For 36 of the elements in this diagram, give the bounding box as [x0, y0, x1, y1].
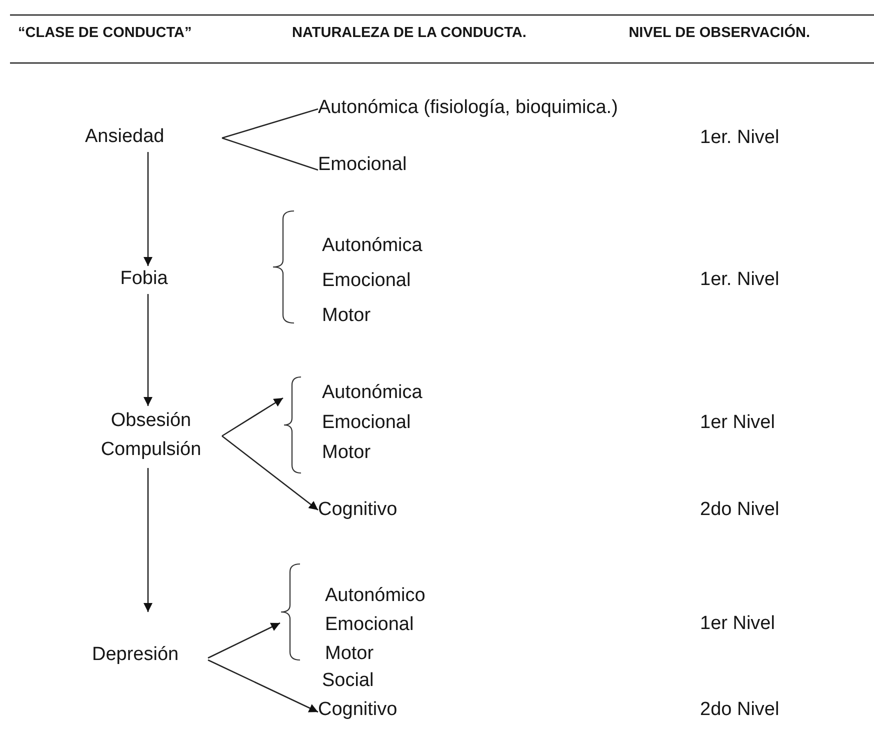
behavior-class-text: Ansiedad	[85, 125, 164, 149]
behavior-nature-text: Motor	[322, 304, 371, 328]
observation-level-text: 2do Nivel	[700, 698, 780, 722]
arrow	[144, 294, 152, 406]
arrow	[222, 397, 284, 437]
behavior-nature-text: Autonómico	[325, 584, 426, 608]
connector-line	[222, 137, 318, 171]
behavior-class-text: Depresión	[92, 643, 179, 667]
observation-level-text: 1er. Nivel	[700, 268, 780, 292]
observation-level-text: 1er Nivel	[700, 612, 775, 636]
arrow	[144, 152, 152, 266]
behavior-nature-text: Cognitivo	[318, 498, 398, 522]
observation-level-text: 1er. Nivel	[700, 126, 780, 150]
behavior-nature-text: Social	[322, 669, 374, 693]
behavior-nature-text: Emocional	[318, 153, 407, 177]
behavior-nature-text: Emocional	[322, 411, 411, 435]
arrow	[144, 468, 152, 612]
behavior-nature-text: Cognitivo	[318, 698, 398, 722]
connector-line	[222, 108, 318, 139]
arrow	[208, 622, 280, 659]
column-header: NATURALEZA DE LA CONDUCTA.	[292, 24, 528, 42]
behavior-class-text: Fobia	[120, 267, 168, 291]
observation-level-text: 2do Nivel	[700, 498, 780, 522]
behavior-nature-text: Autonómica	[322, 381, 422, 405]
behavior-nature-text: Emocional	[322, 269, 411, 293]
observation-level-text: 1er Nivel	[700, 411, 775, 435]
behavior-nature-text: Emocional	[325, 613, 414, 637]
arrow	[222, 435, 318, 511]
behavior-nature-text: Motor	[325, 642, 374, 666]
column-header: NIVEL DE OBSERVACIÓN.	[628, 24, 810, 42]
behavior-nature-text: Motor	[322, 441, 371, 465]
behavior-nature-text: Autonómica (fisiología, bioquimica.)	[318, 96, 618, 120]
arrow	[208, 659, 318, 713]
behavior-nature-text: Autonómica	[322, 234, 422, 258]
column-header: “CLASE DE CONDUCTA”	[18, 24, 193, 42]
behavior-class-text: Obsesión Compulsión	[100, 409, 202, 462]
